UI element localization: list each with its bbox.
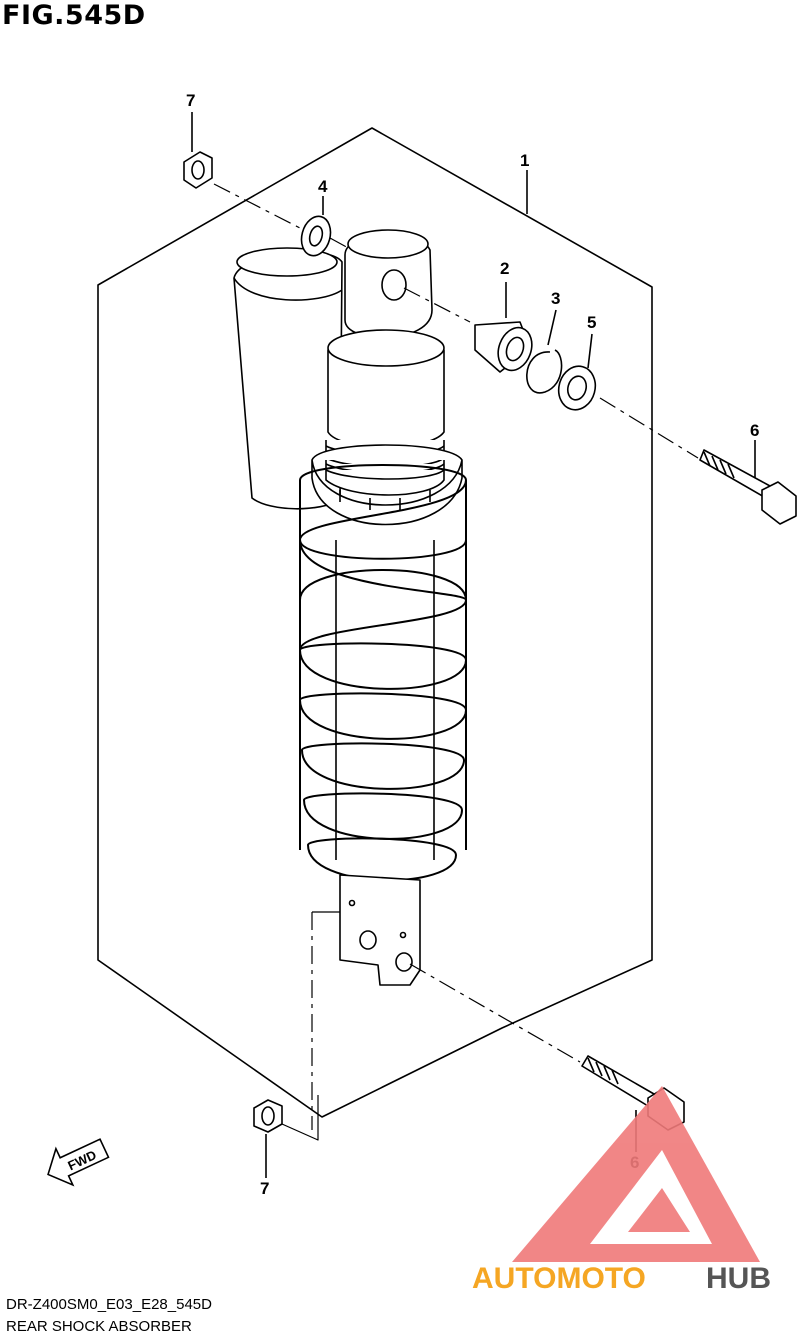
lower-clevis: [339, 874, 421, 986]
callout-1: 1: [520, 151, 529, 170]
assembly-boundary: [97, 127, 653, 1118]
callout-6-upper: 6: [750, 421, 759, 440]
bushing: [474, 321, 533, 373]
leader-5: [587, 333, 593, 369]
reservoir: [233, 247, 343, 510]
watermark-logo: [512, 1086, 760, 1262]
spring: [299, 464, 467, 882]
fwd-arrow-icon: FWD: [47, 1138, 110, 1187]
damper-rod: [335, 540, 435, 860]
shock-body: [327, 329, 445, 448]
bolt-upper: [699, 449, 797, 525]
leader-3: [547, 309, 557, 346]
nut-bottom: [253, 1099, 283, 1133]
callout-5: 5: [587, 313, 596, 332]
callout-3: 3: [551, 289, 560, 308]
circlip: [526, 349, 563, 394]
washer-upper: [300, 215, 332, 257]
figure-title: FIG.545D: [2, 0, 146, 31]
watermark-text-hub: HUB: [706, 1262, 771, 1295]
callout-2: 2: [500, 259, 509, 278]
lock-nut: [311, 444, 463, 526]
nut-top: [183, 151, 213, 189]
footer-name: REAR SHOCK ABSORBER: [6, 1318, 192, 1335]
callout-4: 4: [318, 177, 328, 196]
upper-mount: [344, 229, 433, 339]
footer-code: DR-Z400SM0_E03_E28_545D: [6, 1296, 212, 1313]
watermark-text-main: AUTOMOTO: [472, 1262, 646, 1295]
callout-7-upper: 7: [186, 91, 195, 110]
callout-7-lower: 7: [260, 1179, 269, 1198]
washer: [557, 365, 597, 411]
assembly-axes: [213, 183, 699, 1130]
nut-bottom-leader: [281, 1095, 319, 1141]
